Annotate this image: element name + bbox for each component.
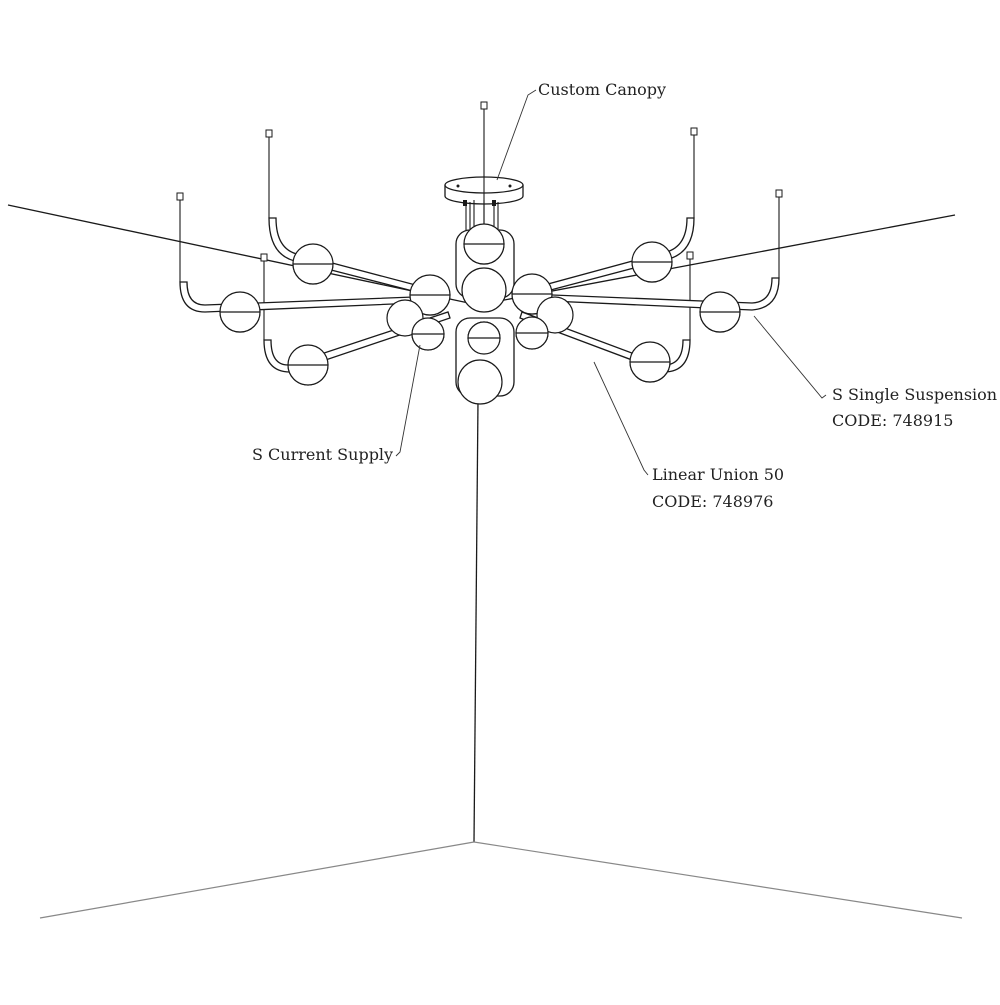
floor-line-right <box>473 841 963 919</box>
globe-cup <box>292 263 334 285</box>
ceiling-line-right <box>477 214 956 306</box>
label-single-suspension: S Single Suspension <box>832 385 997 404</box>
globe-cup <box>411 333 445 351</box>
label-linear-union-code: CODE: 748976 <box>652 492 773 511</box>
globe-cup <box>219 311 261 333</box>
globe-cup <box>629 361 671 383</box>
globe-cup <box>515 332 549 350</box>
leader-current-supply <box>395 344 421 457</box>
label-linear-union: Linear Union 50 <box>652 465 784 484</box>
globe <box>536 296 574 334</box>
globe-cup <box>463 243 505 265</box>
globe-cup <box>287 364 329 386</box>
canopy-screw <box>456 184 460 188</box>
suspension-wires <box>176 101 783 340</box>
globe-cup <box>467 321 501 339</box>
globe-cup <box>699 311 741 333</box>
leader-single-suspension <box>753 315 827 399</box>
leader-linear-union <box>593 361 649 476</box>
label-custom-canopy: Custom Canopy <box>538 80 666 99</box>
room-outline <box>7 204 963 919</box>
canopy-screw <box>508 184 512 188</box>
ceiling-line-left <box>7 204 479 306</box>
labels: Custom Canopy S Single Suspension CODE: … <box>252 80 997 511</box>
leader-canopy <box>496 89 537 181</box>
floor-line-left <box>39 841 475 919</box>
label-single-suspension-code: CODE: 748915 <box>832 411 953 430</box>
globe-cup <box>631 261 673 283</box>
wall-corner-line <box>473 399 479 843</box>
globes <box>219 223 741 405</box>
leader-lines <box>395 89 827 476</box>
label-current-supply: S Current Supply <box>252 445 393 464</box>
globe <box>461 267 507 313</box>
globe <box>457 359 503 405</box>
